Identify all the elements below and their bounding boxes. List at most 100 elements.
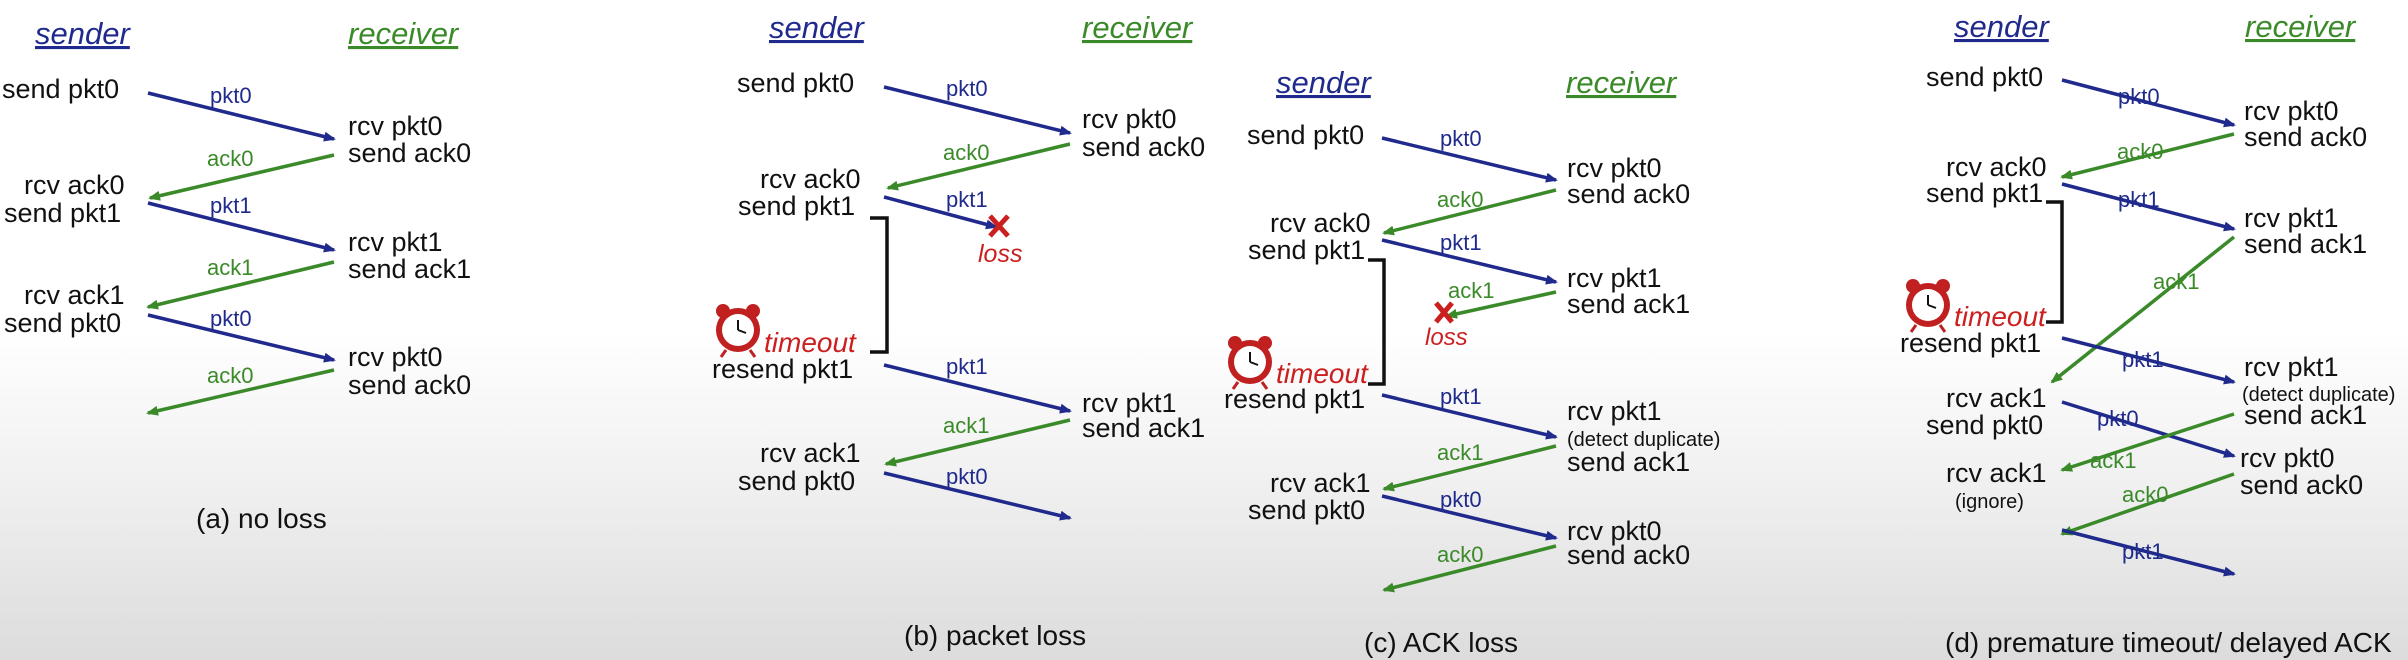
sender-header: sender [35, 16, 131, 51]
receiver-event: rcv pkt0 [348, 342, 443, 372]
ack-label: ack1 [207, 255, 253, 280]
ack-label: ack1 [943, 413, 989, 438]
receiver-event: rcv pkt1 [348, 227, 443, 257]
sender-event: send pkt0 [4, 308, 121, 338]
pkt-arrow [1381, 136, 1558, 183]
diagram-a: sender receiver send pkt0 rcv ack0 send … [2, 16, 471, 534]
pkt-label: pkt1 [1440, 230, 1482, 255]
receiver-event: rcv pkt0 [2240, 443, 2335, 473]
loss-label: loss [1425, 324, 1468, 351]
pkt-arrow [883, 471, 1072, 521]
receiver-event: send ack0 [2240, 470, 2363, 500]
receiver-event: (detect duplicate) [1567, 429, 1720, 451]
sender-header: sender [1954, 9, 2050, 44]
ack-label: ack0 [1437, 542, 1483, 567]
ack-arrow [2050, 235, 2236, 384]
loss-label: loss [978, 240, 1022, 268]
pkt-arrow [1381, 494, 1558, 541]
sender-event: rcv ack1 [1946, 458, 2047, 488]
pkt-arrow [883, 363, 1072, 414]
receiver-event: send ack0 [348, 370, 471, 400]
ack-arrow [1382, 188, 1557, 236]
pkt-arrow [147, 201, 336, 253]
loss-marker-x [1434, 301, 1454, 324]
caption-a: (a) no loss [196, 503, 327, 534]
pkt-label: pkt0 [2097, 406, 2139, 431]
ack-arrow [146, 260, 335, 310]
receiver-event: send ack0 [348, 138, 471, 168]
sender-event: rcv ack1 [760, 438, 861, 468]
receiver-event: send ack0 [1567, 540, 1690, 570]
sender-header: sender [769, 10, 865, 45]
ack-label: ack0 [943, 140, 989, 165]
receiver-event: rcv pkt0 [1567, 153, 1662, 183]
ack-arrow [2060, 472, 2235, 536]
caption-c: (c) ACK loss [1364, 627, 1518, 658]
ack-arrow [2060, 132, 2235, 180]
receiver-event: rcv pkt0 [1082, 104, 1177, 134]
receiver-event: send ack1 [2244, 400, 2367, 430]
ack-arrow [884, 418, 1071, 467]
caption-b: (b) packet loss [904, 620, 1086, 651]
sender-header: sender [1276, 65, 1372, 100]
sender-event: send pkt0 [2, 74, 119, 104]
sender-event: (ignore) [1955, 491, 2024, 513]
pkt-arrow [147, 91, 336, 142]
ack-arrow [886, 142, 1071, 191]
sender-event: rcv ack1 [1946, 383, 2047, 413]
ack-label: ack1 [2090, 448, 2136, 473]
receiver-event: send ack1 [1567, 289, 1690, 319]
pkt-arrow [2061, 528, 2236, 577]
pkt-arrow [883, 195, 998, 230]
receiver-event: rcv pkt0 [348, 111, 443, 141]
sender-event: send pkt0 [1248, 495, 1365, 525]
receiver-event: send ack1 [1567, 447, 1690, 477]
ack-label: ack1 [1448, 278, 1494, 303]
receiver-event: rcv pkt1 [1567, 263, 1662, 293]
diagram-d: sender receiver send pkt0 rcv ack0 send … [1900, 9, 2395, 658]
pkt-label: pkt0 [946, 464, 988, 489]
receiver-event: rcv pkt1 [1567, 396, 1662, 426]
loss-marker-x [988, 214, 1010, 238]
ack-label: ack0 [207, 363, 253, 388]
pkt-arrow [1381, 238, 1558, 285]
sender-event: send pkt1 [1248, 235, 1365, 265]
pkt-label: pkt1 [946, 354, 988, 379]
ack-arrow [1382, 444, 1557, 492]
receiver-header: receiver [1082, 10, 1194, 45]
pkt-label: pkt1 [2118, 187, 2160, 212]
ack-arrow [2060, 412, 2235, 472]
pkt-label: pkt0 [2118, 84, 2160, 109]
sender-event: rcv ack0 [24, 170, 125, 200]
receiver-event: rcv pkt0 [2244, 96, 2339, 126]
timeout-bracket [2046, 200, 2064, 324]
sender-event: rcv ack0 [1270, 208, 1371, 238]
ack-label: ack0 [2117, 139, 2163, 164]
timeout-label: timeout [764, 327, 857, 358]
pkt-label: pkt0 [1440, 487, 1482, 512]
sender-event: send pkt0 [1247, 120, 1364, 150]
pkt-arrow [2061, 78, 2236, 128]
receiver-event: rcv pkt1 [1082, 388, 1177, 418]
pkt-arrow [2061, 336, 2236, 385]
ack-label: ack0 [2122, 482, 2168, 507]
pkt-arrow [2061, 182, 2236, 232]
pkt-label: pkt1 [2122, 347, 2164, 372]
pkt-label: pkt1 [210, 193, 252, 218]
pkt-arrow [147, 313, 336, 363]
ack-label: ack1 [1437, 440, 1483, 465]
pkt-label: pkt0 [210, 306, 252, 331]
ack-arrow [146, 368, 335, 416]
ack-label: ack1 [2153, 269, 2199, 294]
timeout-bracket [1368, 258, 1386, 386]
alarm-clock-icon [1226, 334, 1274, 391]
pkt-label: pkt1 [946, 187, 988, 212]
timeout-bracket [870, 216, 889, 354]
receiver-event: (detect duplicate) [2242, 384, 2395, 406]
sender-event: send pkt0 [737, 68, 854, 98]
sender-event: send pkt1 [738, 191, 855, 221]
receiver-header: receiver [2245, 9, 2357, 44]
receiver-event: send ack0 [1082, 132, 1205, 162]
sender-event: rcv ack1 [24, 280, 125, 310]
receiver-event: rcv pkt1 [2244, 203, 2339, 233]
